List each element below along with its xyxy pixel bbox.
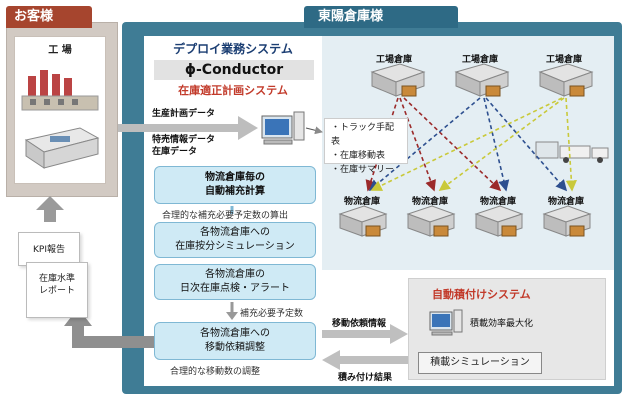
auto-load-title: 自動積付けシステム xyxy=(432,288,531,301)
report-summary: ・在庫サマリー xyxy=(331,165,395,175)
kpi-report-doc: KPI報告 xyxy=(18,232,80,266)
step-auto-replenish: 物流倉庫毎の自動補充計算 xyxy=(154,166,316,204)
inventory-level-report-doc: 在庫水準 レポート xyxy=(26,262,88,318)
return-arrow xyxy=(64,308,154,348)
factory-warehouse-label-2: 工場倉庫 xyxy=(461,55,498,65)
rational-replenish-note: 合理的な補充必要予定数の算出 xyxy=(162,211,289,221)
factory-label: 工 場 xyxy=(48,45,72,56)
move-request-arrow xyxy=(322,324,408,344)
step-3-line2: 日次在庫点検・アラート xyxy=(180,283,290,294)
company-header: 東陽倉庫様 xyxy=(304,6,458,28)
inventory-report-line1: 在庫水準 xyxy=(38,274,75,284)
load-result-label: 積み付け結果 xyxy=(338,373,393,383)
step-allocation-simulation: 各物流倉庫への在庫按分シミュレーション xyxy=(154,222,316,258)
step-4-line2: 移動依頼調整 xyxy=(205,342,265,353)
report-move: ・在庫移動表 xyxy=(331,151,386,161)
step-move-request-adjust: 各物流倉庫への移動依頼調整 xyxy=(154,322,316,360)
inventory-report-line2: レポート xyxy=(38,286,75,296)
product-name: ϕ-Conductor xyxy=(154,60,314,80)
kpi-up-arrow xyxy=(36,196,64,222)
step-4-line1: 各物流倉庫への xyxy=(200,328,270,339)
product-subtitle: 在庫適正計画システム xyxy=(178,84,288,97)
move-request-label: 移動依頼情報 xyxy=(332,319,387,329)
rational-move-note: 合理的な移動数の調整 xyxy=(170,367,261,377)
system-title: デプロイ業務システム xyxy=(173,42,293,56)
step-2-line1: 各物流倉庫への xyxy=(199,227,270,238)
factory-buildings-icon xyxy=(21,70,99,111)
production-plan-label: 生産計画データ xyxy=(152,109,216,119)
step-2-line2: 在庫按分シミュレーション xyxy=(175,241,295,252)
factory-warehouse-icon-1 xyxy=(370,63,426,97)
truck-icon xyxy=(535,141,609,163)
logistics-warehouse-icon-4 xyxy=(542,205,592,237)
logistics-warehouse-label-4: 物流倉庫 xyxy=(547,197,584,207)
report-truck: ・トラック手配表 xyxy=(331,123,395,147)
logistics-warehouse-label-3: 物流倉庫 xyxy=(479,197,516,207)
step-1-line2: 自動補充計算 xyxy=(205,186,265,197)
load-result-arrow xyxy=(322,350,408,370)
factory-warehouse-icon-2 xyxy=(454,63,510,97)
step-1-line1: 物流倉庫毎の xyxy=(205,172,265,183)
logistics-warehouse-label-2: 物流倉庫 xyxy=(411,197,448,207)
logistics-warehouse-icon-2 xyxy=(406,205,456,237)
logistics-warehouse-icon-1 xyxy=(338,205,388,237)
input-arrow xyxy=(118,116,258,140)
factory-warehouse-icon-3 xyxy=(538,63,594,97)
output-reports-bubble: ・トラック手配表 ・在庫移動表 ・在庫サマリー xyxy=(324,118,408,175)
factory-warehouse-label-3: 工場倉庫 xyxy=(545,55,582,65)
factory-warehouse-label-1: 工場倉庫 xyxy=(375,55,412,65)
replenish-info-label: 特売情報データ xyxy=(152,135,216,145)
load-simulation-box: 積載シミュレーション xyxy=(418,352,542,374)
load-computer-icon xyxy=(429,309,463,336)
logistics-warehouse-icon-3 xyxy=(474,205,524,237)
inventory-data-label: 在庫データ xyxy=(152,147,198,157)
step-3-line1: 各物流倉庫の xyxy=(205,269,265,280)
load-efficiency-label: 積載効率最大化 xyxy=(470,319,534,329)
computer-icon xyxy=(261,111,305,145)
replenish-required-note: 補充必要予定数 xyxy=(240,309,304,319)
factory-machine-icon xyxy=(24,127,100,169)
step-daily-check-alert: 各物流倉庫の日次在庫点検・アラート xyxy=(154,264,316,300)
logistics-warehouse-label-1: 物流倉庫 xyxy=(343,197,380,207)
customer-header: お客様 xyxy=(6,6,92,28)
